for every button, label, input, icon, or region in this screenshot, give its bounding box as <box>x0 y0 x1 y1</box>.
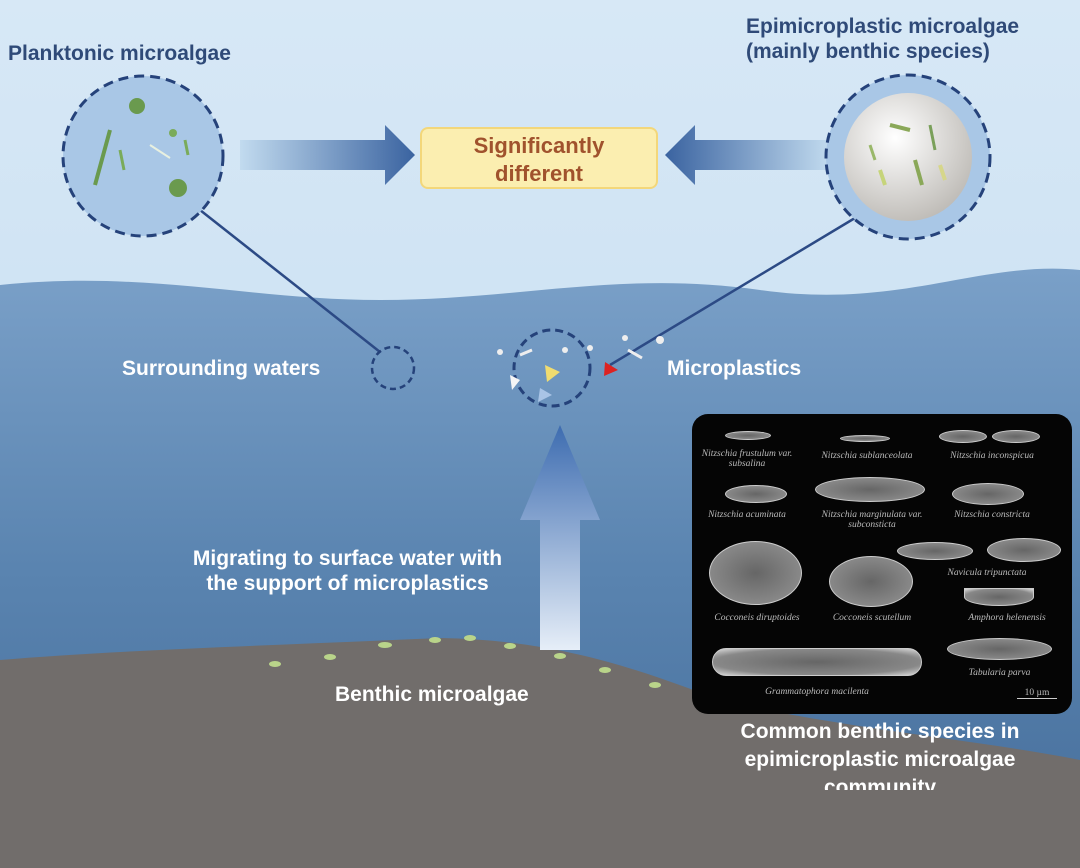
seabed <box>0 638 1080 868</box>
planktonic-circle <box>61 74 225 238</box>
panel-caption: Common benthic species in epimicroplasti… <box>700 718 1060 790</box>
caption-line3: community <box>823 776 936 790</box>
benthic-label: Benthic microalgae <box>335 683 529 706</box>
microplastics-circle <box>497 328 664 408</box>
scale-bar: 10 µm <box>1017 688 1057 700</box>
species-label: Nitzschia acuminata <box>708 510 786 520</box>
diatom-micrograph-panel: Nitzschia frustulum var. subsalina Nitzs… <box>692 414 1072 714</box>
migrating-label: Migrating to surface water with the supp… <box>160 546 535 596</box>
migrating-line1: Migrating to surface water with <box>192 547 503 570</box>
species-label: Nitzschia inconspicua <box>950 451 1034 461</box>
species-label: Nitzschia frustulum var. subsalina <box>701 449 793 470</box>
species-label: Amphora helenensis <box>968 613 1046 623</box>
migrating-line2: the support of microplastics <box>206 572 489 596</box>
surrounding-waters-label: Surrounding waters <box>122 357 321 380</box>
caption-line2: epimicroplastic microalgae <box>744 748 1016 771</box>
species-label: Nitzschia marginulata var. subconsticta <box>821 510 923 531</box>
epimicroplastic-label: Epimicroplastic microalgae (mainly benth… <box>746 14 1019 64</box>
planktonic-label: Planktonic microalgae <box>8 42 231 65</box>
benthic-algae-dots <box>269 635 661 688</box>
species-label: Navicula tripunctata <box>947 568 1027 578</box>
species-label: Nitzschia sublanceolata <box>821 451 913 461</box>
arrow-up <box>520 425 600 650</box>
comparison-line2: different <box>495 161 583 186</box>
species-label: Nitzschia constricta <box>954 510 1030 520</box>
caption-line1: Common benthic species in <box>740 720 1020 743</box>
arrow-right <box>240 125 415 185</box>
microplastics-label: Microplastics <box>667 357 802 380</box>
significantly-different-box: Significantly different <box>420 127 658 189</box>
epimicroplastic-label-line2: (mainly benthic species) <box>746 40 990 64</box>
epimicroplastic-circle <box>824 73 992 241</box>
arrow-left <box>665 125 830 185</box>
species-label: Grammatophora macilenta <box>765 687 869 697</box>
species-label: Cocconeis diruptoides <box>714 613 800 623</box>
surrounding-waters-circle <box>370 345 416 391</box>
comparison-line1: Significantly <box>473 133 605 158</box>
species-label: Cocconeis scutellum <box>832 613 912 623</box>
epimicroplastic-label-line1: Epimicroplastic microalgae <box>746 15 1020 38</box>
species-label: Tabularia parva <box>968 668 1031 678</box>
